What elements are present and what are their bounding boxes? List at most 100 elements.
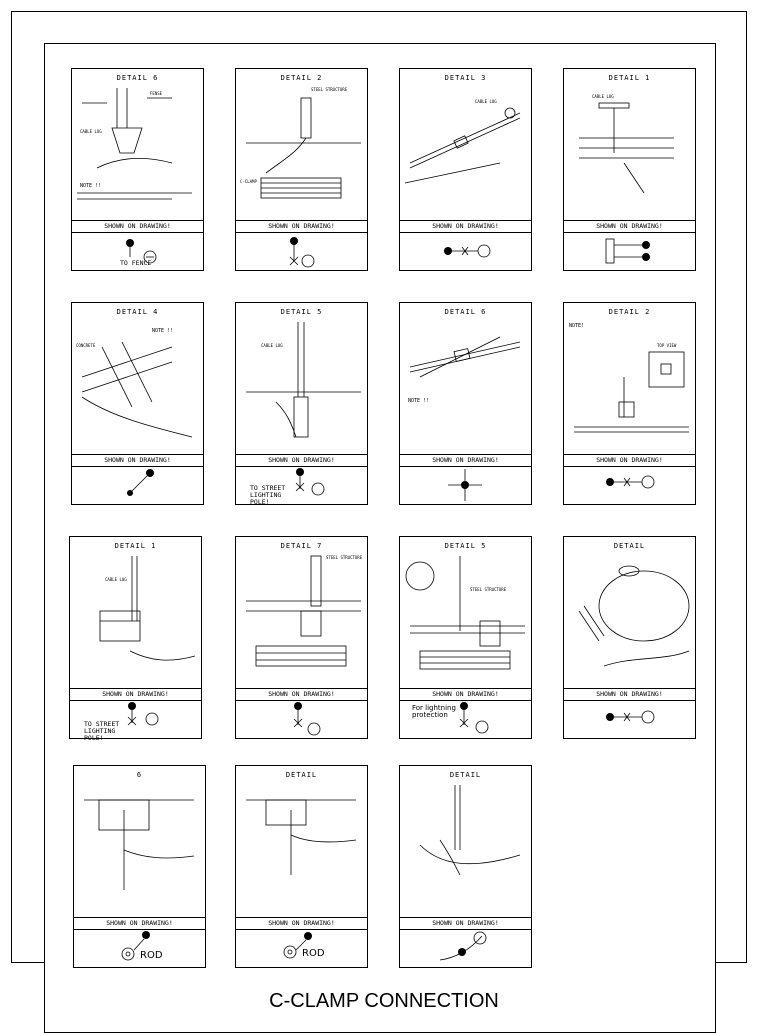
detail-drawing-area: DETAIL 1 CABLE LUG bbox=[564, 69, 695, 221]
earthing-grid-sketch: CABLE LUG bbox=[579, 94, 674, 194]
shown-on-drawing-label: SHOWN ON DRAWING! bbox=[236, 221, 367, 233]
detail-title: DETAIL 6 bbox=[116, 74, 159, 82]
detail-drawing-area: DETAIL 5 STEEL STRUCTURE bbox=[400, 537, 531, 689]
earth-symbol-icon bbox=[126, 239, 157, 264]
detail-title: DETAIL 2 bbox=[608, 308, 651, 316]
double-earth-symbol-icon bbox=[605, 238, 650, 264]
shown-on-drawing-label: SHOWN ON DRAWING! bbox=[564, 221, 695, 233]
tube-clamp-sketch bbox=[419, 785, 521, 876]
earth-symbol-icon bbox=[127, 702, 159, 726]
detail-title: DETAIL 7 bbox=[280, 542, 323, 550]
symbol-area bbox=[400, 467, 531, 504]
detail-card-8: DETAIL 2 NOTE! TOP VIEW SHOWN ON DRAWING… bbox=[563, 302, 696, 505]
detail-title: DETAIL 5 bbox=[444, 542, 487, 550]
earth-symbol-icon bbox=[459, 702, 489, 734]
detail-title: 6 bbox=[136, 771, 143, 779]
symbol-area bbox=[564, 701, 695, 738]
steel-tube-sketch: STEEL STRUCTURE bbox=[246, 555, 363, 667]
svg-text:CABLE LUG: CABLE LUG bbox=[80, 129, 102, 134]
detail-drawing-area: DETAIL 6 CABLE LUG FENSE NOTE !! bbox=[72, 69, 203, 221]
detail-drawing-area: DETAIL 1 CABLE LUG bbox=[70, 537, 201, 689]
symbol-area: TO STREET LIGHTING POLE! bbox=[70, 701, 201, 742]
detail-card-2: DETAIL 2 STEEL STRUCTURE C-CLAMP SHOWN O… bbox=[235, 68, 368, 271]
detail-title: DETAIL 1 bbox=[114, 542, 157, 550]
detail-title: DETAIL 5 bbox=[280, 308, 323, 316]
detail-title: DETAIL bbox=[613, 542, 646, 550]
svg-text:C-CLAMP: C-CLAMP bbox=[240, 179, 257, 184]
detail-card-7: DETAIL 6 NOTE !! SHOWN ON DRAWING! bbox=[399, 302, 532, 505]
inspection-pit-sketch bbox=[84, 799, 195, 890]
earth-symbol-icon bbox=[439, 931, 487, 961]
detail-drawing-area: DETAIL bbox=[236, 766, 367, 918]
symbol-area: ROD bbox=[74, 930, 205, 967]
detail-card-10: DETAIL 7 STEEL STRUCTURE SHOWN ON DRAWIN… bbox=[235, 536, 368, 739]
shown-on-drawing-label: SHOWN ON DRAWING! bbox=[74, 918, 205, 930]
detail-title: DETAIL 4 bbox=[116, 308, 159, 316]
svg-text:CABLE LUG: CABLE LUG bbox=[592, 94, 614, 99]
detail-drawing-area: 6 bbox=[74, 766, 205, 918]
svg-text:TOP VIEW: TOP VIEW bbox=[657, 343, 677, 348]
detail-title: DETAIL bbox=[449, 771, 482, 779]
lighting-pole-sketch: CABLE LUG bbox=[246, 322, 361, 438]
steel-structure-sketch: STEEL STRUCTURE C-CLAMP bbox=[240, 87, 361, 199]
detail-title: DETAIL bbox=[285, 771, 318, 779]
svg-text:STEEL STRUCTURE: STEEL STRUCTURE bbox=[326, 555, 363, 560]
detail-drawing-area: DETAIL 7 STEEL STRUCTURE bbox=[236, 537, 367, 689]
shown-on-drawing-label: SHOWN ON DRAWING! bbox=[70, 689, 201, 701]
detail-drawing-area: DETAIL 3 CABLE LUG bbox=[400, 69, 531, 221]
cross-junction-symbol-icon bbox=[448, 469, 482, 501]
detail-title: DETAIL 6 bbox=[444, 308, 487, 316]
detail-card-14: DETAIL SHOWN ON DRAWING! ROD bbox=[235, 765, 368, 968]
svg-text:NOTE !!: NOTE !! bbox=[408, 398, 429, 404]
shown-on-drawing-label: SHOWN ON DRAWING! bbox=[400, 455, 531, 467]
air-termination-sketch: STEEL STRUCTURE bbox=[405, 556, 525, 670]
shown-on-drawing-label: SHOWN ON DRAWING! bbox=[400, 689, 531, 701]
symbol-area bbox=[72, 467, 203, 504]
detail-title: DETAIL 3 bbox=[444, 74, 487, 82]
detail-card-1: DETAIL 6 CABLE LUG FENSE NOTE !! SHOWN O… bbox=[71, 68, 204, 271]
earth-symbol-icon bbox=[444, 244, 491, 258]
cable-lug-sketch: CABLE LUG bbox=[404, 99, 521, 184]
detail-card-11: DETAIL 5 STEEL STRUCTURE SHOWN ON DRAWIN… bbox=[399, 536, 532, 739]
symbol-label: TO STREET LIGHTING POLE! bbox=[84, 720, 120, 742]
symbol-label: TO FENCE bbox=[120, 259, 152, 267]
symbol-area: ROD bbox=[236, 930, 367, 967]
cable-splice-sketch: NOTE !! bbox=[408, 336, 521, 404]
detail-drawing-area: DETAIL 2 STEEL STRUCTURE C-CLAMP bbox=[236, 69, 367, 221]
concrete-reinforcement-sketch: NOTE !! CONCRETE bbox=[76, 328, 193, 438]
detail-card-5: DETAIL 4 NOTE !! CONCRETE SHOWN ON DRAWI… bbox=[71, 302, 204, 505]
shown-on-drawing-label: SHOWN ON DRAWING! bbox=[236, 918, 367, 930]
symbol-area: TO STREET LIGHTING POLE! bbox=[236, 467, 367, 506]
page-title: C-CLAMP CONNECTION bbox=[269, 990, 499, 1012]
earth-symbol-icon bbox=[289, 237, 315, 268]
detail-card-15: DETAIL SHOWN ON DRAWING! bbox=[399, 765, 532, 968]
detail-drawing-area: DETAIL 2 NOTE! TOP VIEW bbox=[564, 303, 695, 455]
rod-symbol-icon bbox=[283, 932, 312, 959]
detail-card-6: DETAIL 5 CABLE LUG SHOWN ON DRAWING! TO … bbox=[235, 302, 368, 506]
fence-clamp-sketch: CABLE LUG FENSE NOTE !! bbox=[77, 88, 192, 200]
shown-on-drawing-label: SHOWN ON DRAWING! bbox=[400, 918, 531, 930]
top-view-sketch: NOTE! TOP VIEW bbox=[569, 323, 689, 433]
shown-on-drawing-label: SHOWN ON DRAWING! bbox=[400, 221, 531, 233]
detail-card-3: DETAIL 3 CABLE LUG SHOWN ON DRAWING! bbox=[399, 68, 532, 271]
symbol-area bbox=[400, 233, 531, 270]
svg-text:STEEL STRUCTURE: STEEL STRUCTURE bbox=[311, 87, 348, 92]
tank-sketch bbox=[578, 565, 690, 667]
symbol-area bbox=[400, 930, 531, 967]
shown-on-drawing-label: SHOWN ON DRAWING! bbox=[236, 689, 367, 701]
svg-text:NOTE !!: NOTE !! bbox=[80, 183, 101, 189]
detail-card-4: DETAIL 1 CABLE LUG SHOWN ON DRAWING! bbox=[563, 68, 696, 271]
symbol-label: TO STREET LIGHTING POLE! bbox=[250, 484, 286, 506]
detail-drawing-area: DETAIL 5 CABLE LUG bbox=[236, 303, 367, 455]
shown-on-drawing-label: SHOWN ON DRAWING! bbox=[564, 455, 695, 467]
shown-on-drawing-label: SHOWN ON DRAWING! bbox=[72, 455, 203, 467]
symbol-area bbox=[564, 233, 695, 270]
svg-text:CABLE LUG: CABLE LUG bbox=[105, 577, 127, 582]
svg-text:CONCRETE: CONCRETE bbox=[76, 343, 96, 348]
symbol-label: ROD bbox=[302, 948, 325, 959]
detail-card-9: DETAIL 1 CABLE LUG SHOWN ON DRAWING! TO … bbox=[69, 536, 202, 742]
earth-symbol-icon bbox=[127, 469, 154, 496]
earth-symbol-icon bbox=[606, 475, 655, 489]
detail-card-12: DETAIL SHOWN ON DRAWING! bbox=[563, 536, 696, 739]
svg-text:CABLE LUG: CABLE LUG bbox=[475, 99, 497, 104]
